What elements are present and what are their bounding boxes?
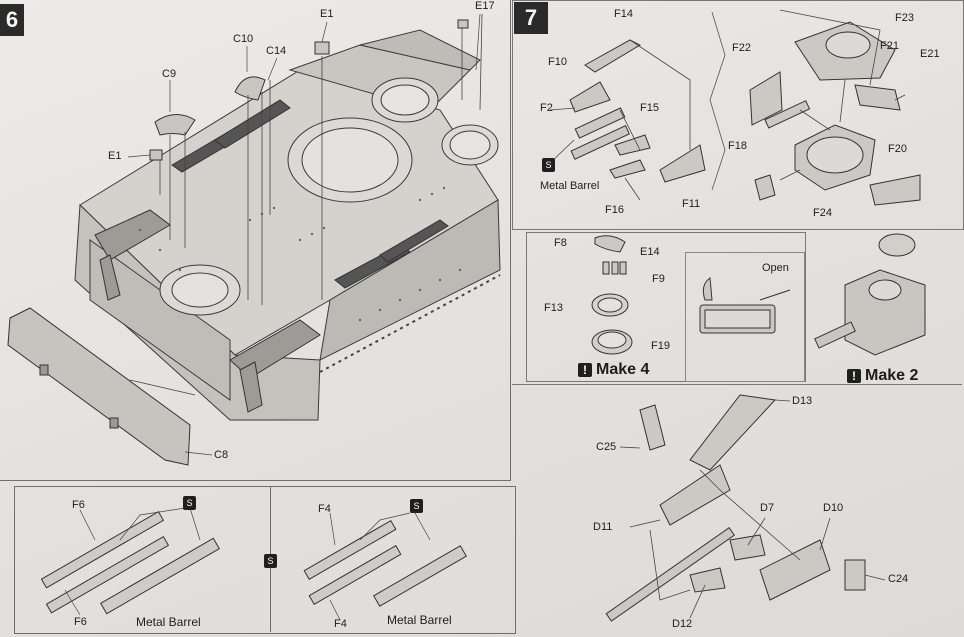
part-e1-top: [314, 41, 330, 55]
label-c9: C9: [162, 68, 177, 80]
label-f22: F22: [732, 42, 751, 54]
barrel-frame: [14, 486, 516, 634]
label-f9: F9: [652, 273, 665, 285]
label-f11: F11: [682, 198, 701, 210]
step6-frame: [0, 0, 511, 481]
label-f6-top: F6: [72, 499, 85, 511]
label-e21: E21: [920, 48, 940, 60]
make-2-note: ! Make 2: [847, 367, 918, 385]
label-c24: C24: [888, 573, 909, 585]
barrel-parts-a: [40, 510, 220, 615]
label-f14: F14: [614, 8, 633, 20]
turret-guides: [779, 9, 906, 181]
label-f23: F23: [895, 12, 914, 24]
label-c8: C8: [214, 449, 229, 461]
label-d12: D12: [672, 618, 693, 630]
make-2-label: Make 2: [865, 367, 919, 384]
part-c10: [234, 76, 266, 101]
label-f8: F8: [554, 237, 567, 249]
label-f10: F10: [548, 56, 567, 68]
part-c8: [7, 307, 191, 466]
label-metal-barrel-7: Metal Barrel: [540, 180, 600, 192]
label-f15: F15: [640, 102, 659, 114]
label-metal-barrel-b: Metal Barrel: [387, 613, 452, 627]
step-number-7: 7: [514, 2, 548, 34]
label-d10: D10: [823, 502, 844, 514]
exclamation-box-icon: !: [847, 369, 861, 383]
label-d13: D13: [792, 395, 813, 407]
label-f18: F18: [728, 140, 747, 152]
label-d11: D11: [593, 521, 613, 533]
make-4-label: Make 4: [596, 361, 650, 378]
label-f6-bottom: F6: [74, 616, 87, 628]
track-teeth: [319, 274, 501, 373]
label-d7: D7: [760, 502, 775, 514]
label-f24: F24: [813, 207, 832, 219]
metal-part-icon-a: S: [183, 496, 196, 510]
hatch-circles: [159, 77, 499, 316]
sequence-icon: S: [264, 554, 277, 568]
open-hatch-detail: [699, 277, 791, 334]
metal-part-icon-b: S: [410, 499, 423, 513]
barrel-guides: [619, 399, 886, 619]
part-e1-left: [149, 149, 163, 161]
step-number-6: 6: [0, 4, 24, 36]
label-c25: C25: [596, 441, 617, 453]
label-open: Open: [762, 262, 789, 274]
label-c10: C10: [233, 33, 254, 45]
label-f16: F16: [605, 204, 624, 216]
open-detail-frame: [685, 252, 805, 382]
label-e17: E17: [475, 0, 495, 12]
label-e1-top: E1: [320, 8, 334, 20]
part-e17: [457, 19, 469, 29]
exclamation-box-icon: !: [578, 363, 592, 377]
label-f20: F20: [888, 143, 907, 155]
label-f13: F13: [544, 302, 563, 314]
part-c9: [154, 114, 196, 136]
step7-lower-frame: [512, 384, 962, 637]
make-4-note: ! Make 4: [578, 361, 649, 379]
gun-barrel-assembly: [605, 394, 866, 622]
label-f4-bottom: F4: [334, 618, 347, 630]
barrel-parts-b: [303, 519, 467, 607]
hatch-assembly: [591, 235, 633, 355]
label-c14: C14: [266, 45, 287, 57]
label-f21: F21: [880, 40, 899, 52]
guide-lines: [129, 13, 483, 396]
label-e1-left: E1: [108, 150, 122, 162]
label-f19: F19: [651, 340, 670, 352]
step7-separator: [709, 11, 726, 191]
label-leaders: [127, 13, 481, 456]
label-f2: F2: [540, 102, 553, 114]
rivet-pattern: [138, 186, 462, 322]
engine-grilles: [171, 99, 449, 289]
gun-mantlet-left: [569, 39, 706, 183]
metal-part-icon-7: S: [542, 158, 555, 172]
label-metal-barrel-a: Metal Barrel: [136, 615, 201, 629]
turret-parts: [749, 21, 921, 206]
label-e14: E14: [640, 246, 660, 258]
step7-subframe: [526, 232, 806, 382]
turret-complete: [814, 233, 926, 356]
barrel-leaders: [64, 507, 431, 621]
track-guards: [94, 209, 321, 413]
label-f4-top: F4: [318, 503, 331, 515]
floating-parts: [149, 19, 469, 161]
